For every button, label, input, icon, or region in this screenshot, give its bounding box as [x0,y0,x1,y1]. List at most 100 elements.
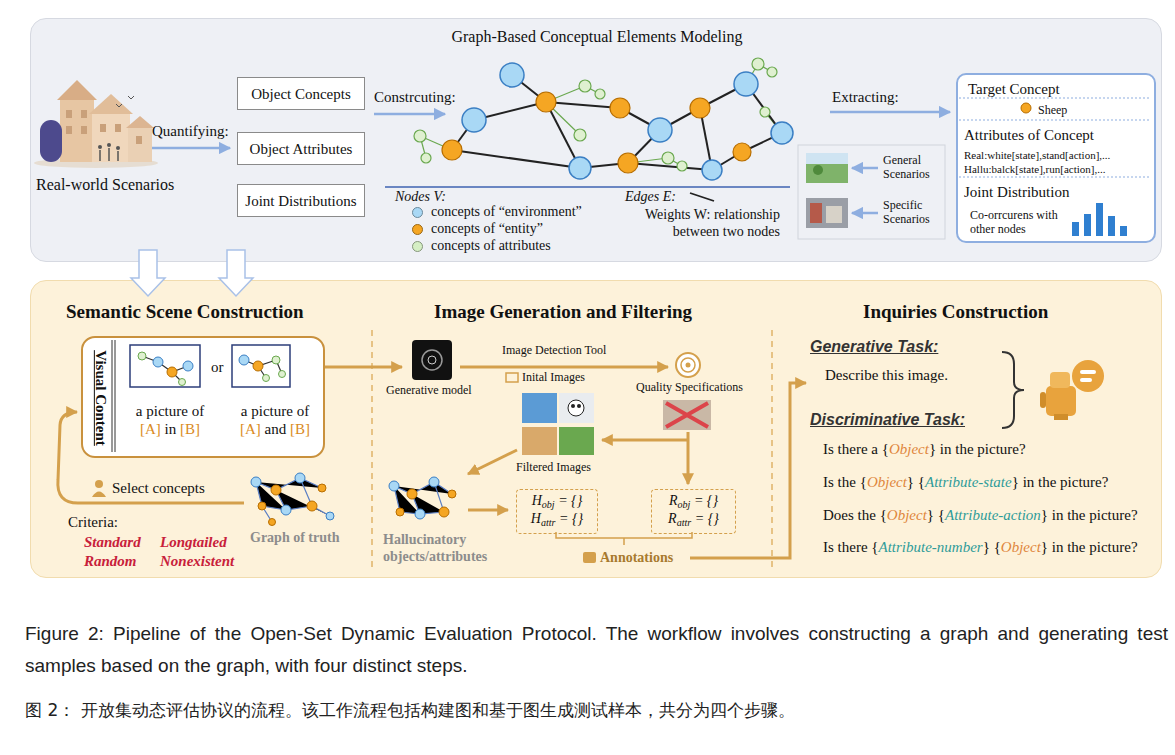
icon-part [577,404,581,408]
legend-swatch [412,241,423,252]
question-template-part: Object [1001,539,1041,555]
question-template-part: Object [887,507,927,523]
scenario-thumbnails-part [798,145,945,239]
question-template: Is there a {Object} in the picture? [823,440,1026,458]
icon-part [506,373,518,382]
scenario-thumbnails-part [806,153,848,164]
legend-heading: Nodes V: [395,189,446,206]
box-label-part: = {} [555,493,583,508]
hallucination-graph-part-part [439,507,449,517]
criterion: Nonexistent [160,552,234,570]
truth-graph-part-part [251,477,261,487]
question-template-part: } [1012,474,1019,490]
question-template-part: { [882,441,889,457]
text-slot: Hobj = {} [532,493,583,511]
icon-label: Hallucinatory objects/attributes [383,532,508,566]
question-template-part: { [880,507,887,523]
question-template-part: } [983,539,990,555]
scenario-thumbnails-part [826,206,842,223]
prompt-template-part: a picture of [241,403,309,419]
concept-graph-part-part [690,98,710,118]
icon-part [583,552,596,563]
content-sketch-part-part [263,375,270,382]
text-slot: Generative model [386,384,472,398]
section-divider-part [771,330,773,570]
text-slot: Hallu:balck[state],run[action],... [964,163,1105,176]
scenario-thumbnails-part [806,198,848,228]
text-slot: Standard [84,533,141,551]
legend-text: Edges E: [625,189,676,206]
question-template-part: in the picture? [1019,474,1109,490]
brace-and-robot-part [1040,392,1046,408]
prompt-template-part: [A] [240,421,261,437]
question-template-part: { [994,539,1001,555]
text-slot: Random [84,552,137,570]
text-slot: Co-orrcurens with other nodes [970,209,1062,237]
box-label-part: H [532,493,542,508]
pipeline-arrow-part [58,412,244,503]
city-illustration-part-part [81,126,87,134]
card-dividers-part [1021,103,1031,113]
question-template-part: { [871,539,878,555]
section-heading: Image Generation and Filtering [434,301,692,324]
box-label-part: R [669,493,678,508]
box-label-part: H [531,511,541,526]
text-slot: Is there {Attribute-number} {Object} in … [823,538,1138,556]
icon-part [92,492,106,498]
city-illustration-part-part [81,110,87,118]
text-slot: Joint Distributions [245,192,356,210]
box-label-part: attr [541,517,556,528]
content-sketch-part [115,340,116,452]
pipeline-arrow-part [325,366,402,369]
text-slot: Graph of truth [250,530,339,547]
box-label: Object Concepts [251,85,351,103]
brace-and-robot-part [1046,386,1076,416]
text-slot: Real-world Scenarios [36,175,174,194]
text-slot: Robj = {} [669,493,718,511]
icon-label: Generative model [386,384,472,398]
arrow-label: Quantifying: [152,122,229,140]
concept-graph-part-part [767,67,777,77]
city-illustration-part-part [98,145,102,149]
concept-graph-part [442,92,751,173]
edge-sample [686,190,720,204]
hollow-arrow-part [219,250,253,296]
icon-label: Graph of truth [250,530,339,547]
concept-graph-part-part [536,92,556,112]
text-slot: Constrcuting: [374,88,456,106]
scenario-thumbnails-part [810,203,822,223]
icon-part [422,350,442,370]
concept-graph-part-part [752,58,764,70]
concept-graph-part-part [462,108,486,132]
content-sketch-part-part [153,357,163,367]
concept-graph-part-part [579,80,591,92]
icon-part [571,404,575,408]
legend-entry: concepts of “entity” [412,221,543,238]
truth-graph-part-part [258,502,266,510]
brace-and-robot-part [1072,360,1104,392]
content-sketch-part [130,345,200,387]
scenario-thumbnails-part [852,167,878,170]
prompt-template: a picture of [A] in [B] [126,402,214,438]
concept-graph-part-part [702,160,722,180]
box-label: Rattr = {} [668,511,719,529]
concept-graph-part-part [760,107,770,117]
text-slot: Figure 2: Pipeline of the Open-Set Dynam… [25,618,1168,682]
concept-graph-part-part [662,152,674,164]
icon-part [428,356,436,364]
question-template-part: in the picture? [1048,507,1138,523]
text-slot: Hattr = {} [531,511,583,529]
illustration-caption: Real-world Scenarios [36,175,174,194]
panel-title: Graph-Based Conceptual Elements Modeling [31,27,1163,46]
text-slot: Joint Distribution [964,183,1069,201]
box-label-part: = {} [556,511,584,526]
city-illustration-part [128,128,152,162]
city-illustration-part-part [116,146,120,150]
pipeline-arrow-part [468,509,508,512]
arrow-label: Inital Images [522,371,585,385]
concept-graph-part-part [500,63,524,87]
question-template-part: in the picture? [1048,539,1138,555]
legend-swatch [412,207,423,218]
text-slot: Discriminative Task: [810,410,965,429]
question-template-part: Does the [823,507,880,523]
